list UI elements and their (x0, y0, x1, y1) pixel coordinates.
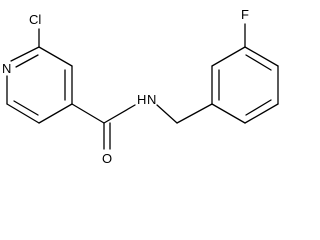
chlorine-label: Cl (29, 12, 41, 27)
amide-group (71, 103, 213, 150)
bond-b5-b6 (244, 103, 279, 124)
bond-c5-c6 (6, 103, 40, 124)
bond-carbonyl-n (103, 104, 136, 124)
molecule-structure: Cl N H N O F (2, 7, 279, 166)
amide-nitrogen-label: N (147, 92, 156, 107)
bond-c5-c6-inner (13, 100, 39, 116)
fluorophenyl-ring (211, 23, 279, 124)
bond-n1-c2 (10, 46, 40, 62)
bond-b6-b1 (211, 103, 246, 124)
bond-c4-c5 (38, 103, 73, 124)
fluorine-label: F (241, 7, 249, 22)
bond-c4-carbonyl (71, 103, 105, 124)
bond-b3-b4 (244, 46, 279, 67)
pyridine-ring (6, 28, 73, 124)
bond-b2-b3 (211, 46, 246, 67)
bond-c2-c3 (38, 46, 73, 67)
amide-hydrogen-label: H (137, 92, 146, 107)
bond-b5-b6-inner (245, 99, 272, 116)
bond-ch2-aryl (176, 103, 213, 124)
bond-n-ch2 (156, 104, 178, 124)
bond-n1-c2-inner (15, 54, 39, 68)
structure-drawing: Cl N H N O F (2, 7, 279, 166)
carbonyl-oxygen-label: O (102, 151, 112, 166)
ring-nitrogen-label: N (2, 61, 11, 76)
bond-b3-b4-inner (245, 54, 272, 71)
